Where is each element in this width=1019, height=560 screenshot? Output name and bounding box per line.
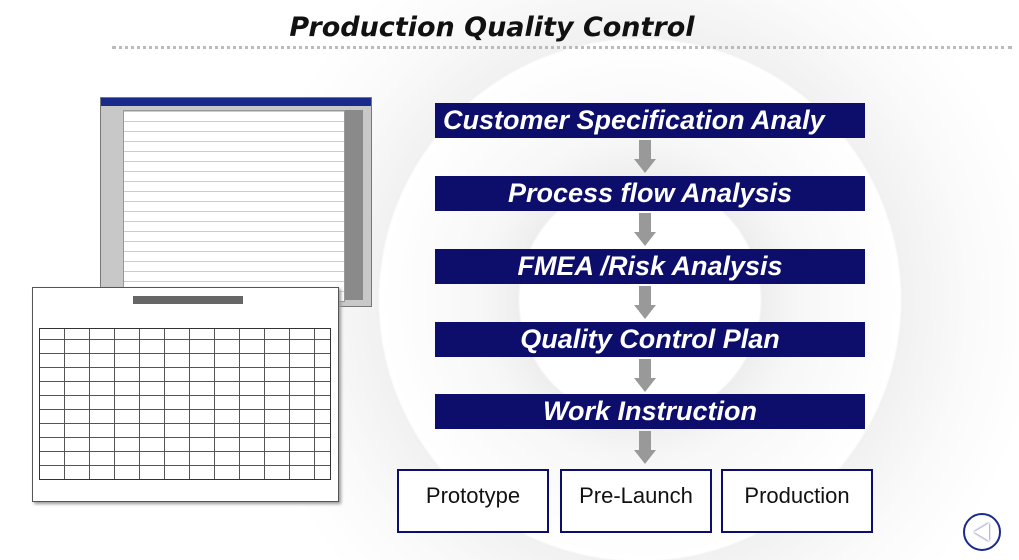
step-customer-specification: Customer Specification Analy bbox=[435, 103, 865, 138]
step-work-instruction: Work Instruction bbox=[435, 394, 865, 429]
stage-prototype: Prototype bbox=[397, 469, 549, 533]
step-fmea: FMEA /Risk Analysis bbox=[435, 249, 865, 284]
title-divider bbox=[112, 46, 1012, 49]
stage-production: Production bbox=[721, 469, 873, 533]
slide-title: Production Quality Control bbox=[289, 12, 695, 43]
arrow-down-icon bbox=[634, 359, 656, 393]
arrow-down-icon bbox=[634, 286, 656, 320]
back-button-icon[interactable] bbox=[963, 513, 1001, 551]
fmea-form-screenshot bbox=[32, 287, 339, 502]
step-process-flow: Process flow Analysis bbox=[435, 176, 865, 211]
step-quality-control-plan: Quality Control Plan bbox=[435, 322, 865, 357]
arrow-down-icon bbox=[634, 213, 656, 247]
arrow-down-icon bbox=[634, 140, 656, 174]
software-screenshot bbox=[100, 97, 372, 307]
arrow-down-icon bbox=[634, 431, 656, 465]
stage-pre-launch: Pre-Launch bbox=[560, 469, 712, 533]
